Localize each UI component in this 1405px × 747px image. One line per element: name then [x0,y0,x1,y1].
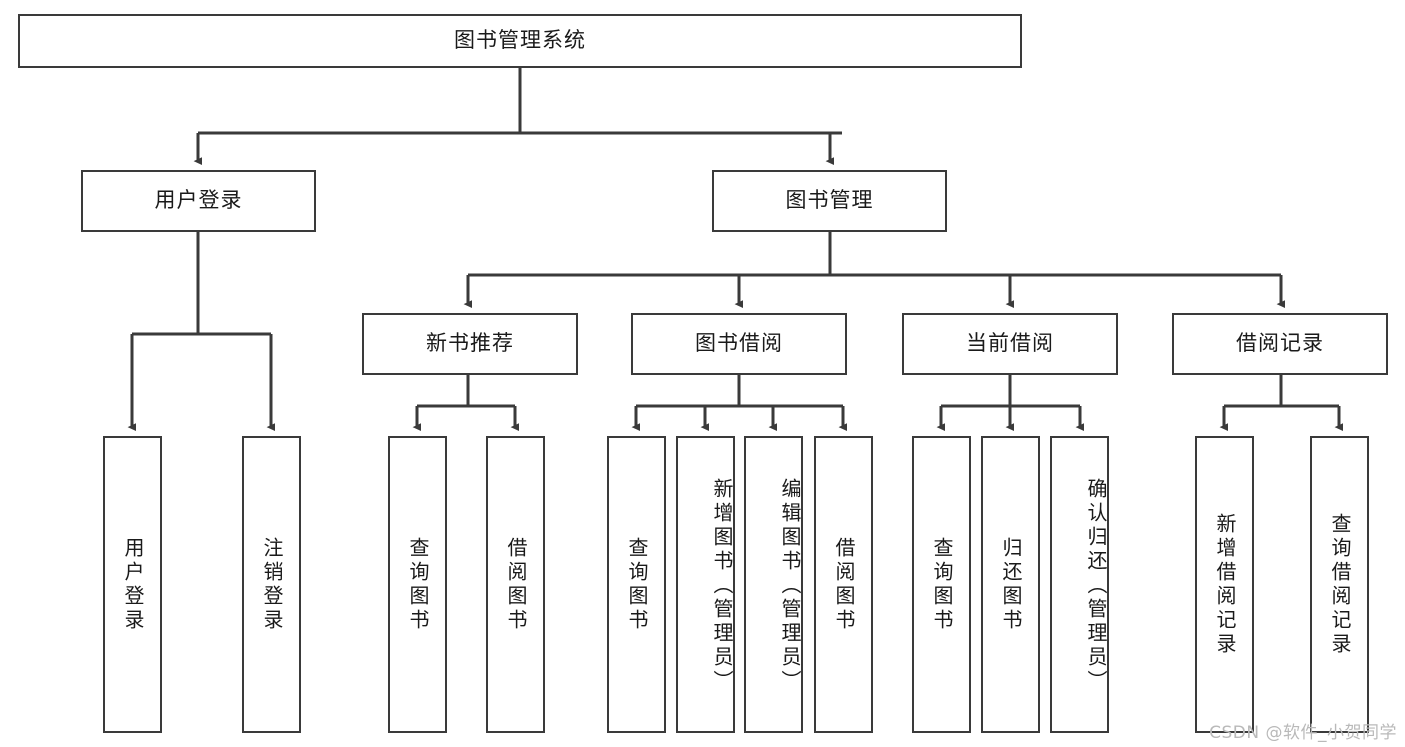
node-label: 用户登录 [154,188,243,213]
node-label: 确认归还（管理员） [1084,477,1108,694]
leaf-book-borrow-borrow-book[interactable]: 借阅图书 [814,436,873,733]
node-user-login[interactable]: 用户登录 [81,170,316,232]
node-label: 新书推荐 [426,331,514,356]
node-label: 新增借阅记录 [1213,512,1237,657]
leaf-current-borrow-query-book[interactable]: 查询图书 [912,436,971,733]
node-label: 图书管理系统 [454,28,586,53]
node-label: 查询图书 [930,536,954,633]
node-new-book-recommend[interactable]: 新书推荐 [362,313,578,375]
leaf-user-login-logout[interactable]: 注销登录 [242,436,301,733]
node-book-borrow[interactable]: 图书借阅 [631,313,847,375]
leaf-new-book-query-book[interactable]: 查询图书 [388,436,447,733]
leaf-book-borrow-query-book[interactable]: 查询图书 [607,436,666,733]
node-label: 图书管理 [785,188,874,213]
leaf-current-borrow-return-book[interactable]: 归还图书 [981,436,1040,733]
node-label: 编辑图书（管理员） [778,477,802,694]
leaf-book-borrow-add-book-admin[interactable]: 新增图书（管理员） [676,436,735,733]
node-current-borrow[interactable]: 当前借阅 [902,313,1118,375]
leaf-new-book-borrow-book[interactable]: 借阅图书 [486,436,545,733]
node-label: 用户登录 [121,536,145,633]
leaf-borrow-record-add-record[interactable]: 新增借阅记录 [1195,436,1254,733]
node-root-book-management-system[interactable]: 图书管理系统 [18,14,1022,68]
leaf-borrow-record-query-record[interactable]: 查询借阅记录 [1310,436,1369,733]
leaf-current-borrow-confirm-return-admin[interactable]: 确认归还（管理员） [1050,436,1109,733]
node-label: 查询图书 [625,536,649,633]
node-label: 查询借阅记录 [1328,512,1352,657]
node-label: 查询图书 [406,536,430,633]
leaf-user-login-login[interactable]: 用户登录 [103,436,162,733]
node-label: 当前借阅 [966,331,1054,356]
node-label: 借阅图书 [504,536,528,633]
node-borrow-record[interactable]: 借阅记录 [1172,313,1388,375]
node-book-management[interactable]: 图书管理 [712,170,947,232]
leaf-book-borrow-edit-book-admin[interactable]: 编辑图书（管理员） [744,436,803,733]
node-label: 图书借阅 [695,331,783,356]
node-label: 归还图书 [999,536,1023,633]
node-label: 借阅记录 [1236,331,1324,356]
node-label: 注销登录 [260,536,284,633]
node-label: 新增图书（管理员） [710,477,734,694]
watermark-text: CSDN @软件_小贺同学 [1209,723,1397,743]
node-label: 借阅图书 [832,536,856,633]
